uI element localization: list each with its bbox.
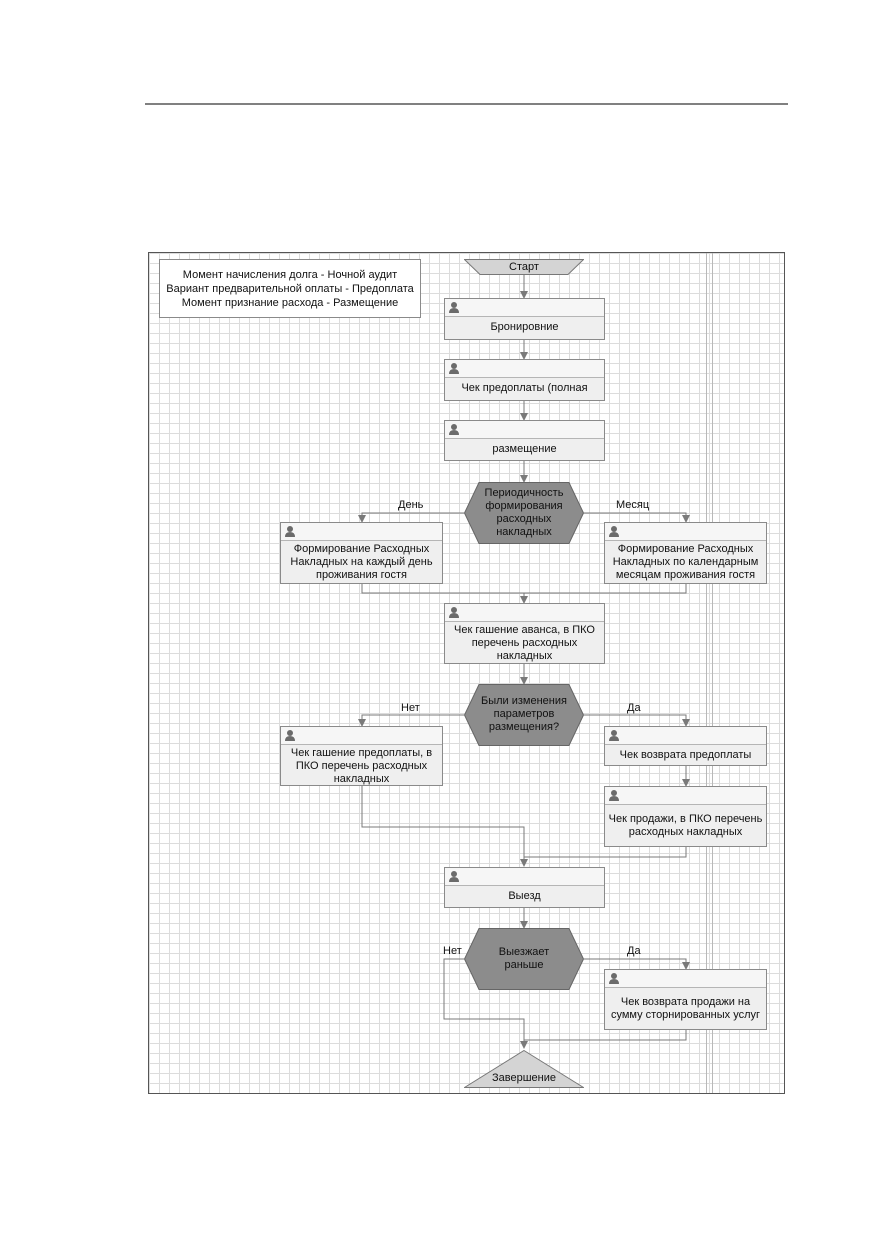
user-icon — [609, 973, 619, 984]
end-terminal[interactable]: Завершение — [464, 1050, 584, 1090]
task-advance-check[interactable]: Чек гашение аванса, в ПКО перечень расхо… — [444, 603, 605, 664]
user-icon — [285, 730, 295, 741]
edge-label-day: День — [398, 499, 424, 511]
task-placement[interactable]: размещение — [444, 420, 605, 461]
task-sale-return-check[interactable]: Чек возврата продажи на сумму сторнирова… — [604, 969, 767, 1030]
end-label: Завершение — [492, 1072, 556, 1084]
edge-label-yes: Да — [627, 702, 641, 714]
task-prepay-repay-check[interactable]: Чек гашение предоплаты, в ПКО перечень р… — [280, 726, 443, 786]
note-line: Момент признание расхода - Размещение — [181, 297, 399, 309]
decision-label: Выезжает раньше — [498, 946, 550, 971]
user-icon — [449, 871, 459, 882]
task-label: Формирование Расходных Накладных по кале… — [612, 543, 759, 581]
flowchart-canvas: Момент начисления долга - Ночной аудит В… — [148, 252, 785, 1094]
user-icon — [609, 526, 619, 537]
task-sale-check[interactable]: Чек продажи, в ПКО перечень расходных на… — [604, 786, 767, 847]
note-line: Момент начисления долга - Ночной аудит — [182, 269, 398, 281]
task-label: Чек возврата предоплаты — [619, 749, 752, 761]
swimlane-divider — [706, 253, 707, 1093]
swimlane-divider — [712, 253, 713, 1093]
task-prepay-return-check[interactable]: Чек возврата предоплаты — [604, 726, 767, 766]
connectors — [358, 274, 690, 1049]
task-label: Бронировние — [490, 321, 559, 333]
task-daily-invoices[interactable]: Формирование Расходных Накладных на кажд… — [280, 522, 443, 584]
task-label: Чек продажи, в ПКО перечень расходных на… — [608, 813, 763, 838]
user-icon — [609, 730, 619, 741]
task-label: Чек гашение предоплаты, в ПКО перечень р… — [290, 747, 433, 785]
decision-early[interactable]: Выезжает раньше — [464, 928, 584, 990]
task-monthly-invoices[interactable]: Формирование Расходных Накладных по кале… — [604, 522, 767, 584]
task-label: размещение — [492, 443, 557, 455]
edge-label-yes: Да — [627, 945, 641, 957]
task-label: Чек возврата продажи на сумму сторнирова… — [610, 996, 761, 1021]
user-icon — [449, 363, 459, 374]
start-terminal[interactable]: Старт — [464, 259, 584, 275]
user-icon — [449, 607, 459, 618]
page-top-rule — [145, 103, 788, 105]
user-icon — [449, 424, 459, 435]
decision-periodicity[interactable]: Периодичность формирования расходных нак… — [464, 482, 584, 544]
edge-label-month: Месяц — [616, 499, 650, 511]
task-label: Формирование Расходных Накладных на кажд… — [290, 543, 433, 581]
user-icon — [449, 302, 459, 313]
user-icon — [609, 790, 619, 801]
start-label: Старт — [509, 261, 539, 273]
task-booking[interactable]: Бронировние — [444, 298, 605, 340]
decision-label: Периодичность формирования расходных нак… — [484, 487, 564, 538]
decision-changes[interactable]: Были изменения параметров размещения? — [464, 684, 584, 746]
user-icon — [285, 526, 295, 537]
settings-note: Момент начисления долга - Ночной аудит В… — [159, 259, 421, 318]
decision-label: Были изменения параметров размещения? — [481, 695, 567, 733]
task-checkout[interactable]: Выезд — [444, 867, 605, 908]
task-label: Чек предоплаты (полная — [461, 382, 588, 394]
edge-label-no: Нет — [401, 702, 420, 714]
edge-label-no: Нет — [443, 945, 462, 957]
task-label: Чек гашение аванса, в ПКО перечень расхо… — [454, 624, 595, 662]
task-label: Выезд — [508, 890, 541, 902]
note-line: Вариант предварительной оплаты - Предопл… — [166, 283, 414, 295]
task-prepay-check[interactable]: Чек предоплаты (полная — [444, 359, 605, 401]
